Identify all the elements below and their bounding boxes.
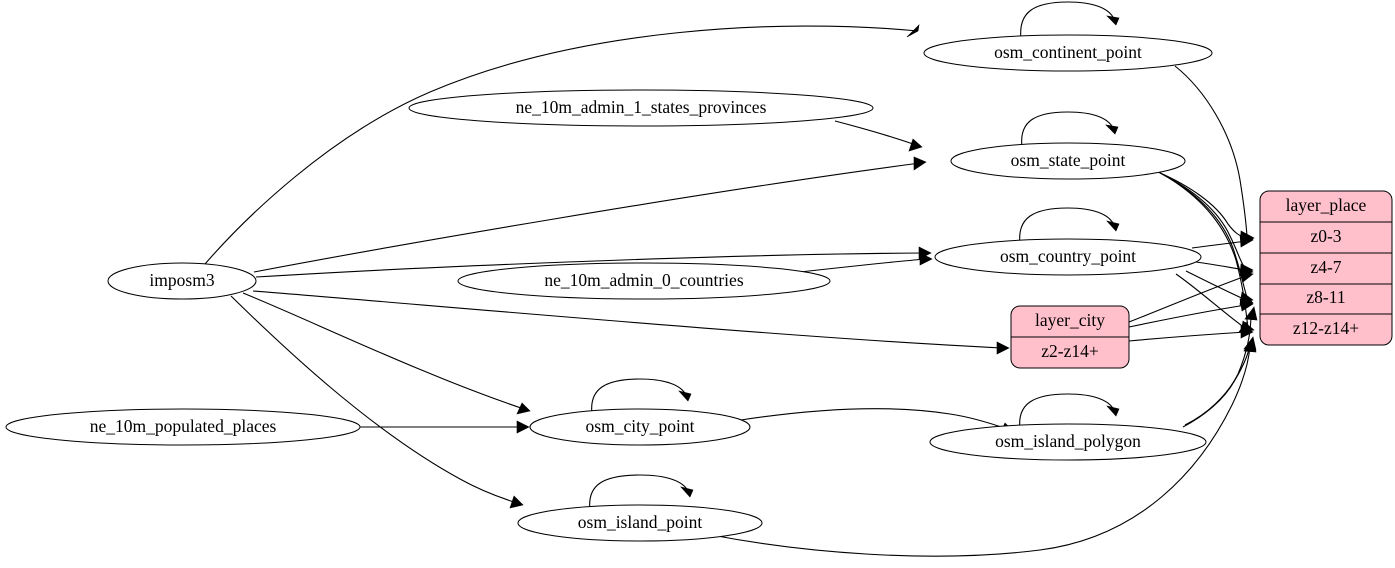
edge-layer (204, 1, 1258, 557)
node-osm_state_point[interactable]: osm_state_point (950, 142, 1186, 180)
node-ne_10m_admin_1_states_provinces[interactable]: ne_10m_admin_1_states_provinces (408, 89, 874, 127)
edge-osm_state_point-to-layer_place-z8-11 (1161, 173, 1254, 305)
edge-layer_city-to-layer_place-z8-11 (1128, 298, 1254, 328)
edge-self-loop-osm_island_point (589, 474, 694, 511)
edge-self-loop-osm_country_point (1019, 207, 1120, 245)
edge-osm_country_point-to-layer_place-z0-3 (1191, 234, 1254, 249)
node-ne_10m_populated_places[interactable]: ne_10m_populated_places (5, 408, 361, 446)
edge-imposm3-to-osm_state_point (253, 156, 927, 273)
node-imposm3[interactable]: imposm3 (107, 262, 257, 300)
edge-layer_city-to-layer_place-z12-z14 (1128, 325, 1254, 342)
edge-imposm3-to-osm_continent_point (204, 24, 920, 265)
edge-imposm3-to-layer_city (252, 290, 1010, 355)
node-osm_island_point[interactable]: osm_island_point (517, 504, 763, 542)
edge-osm_island_point-to-layer_place-z12-z14 (711, 338, 1257, 557)
edge-imposm3-to-osm_city_point (242, 292, 531, 415)
edge-self-loop-osm_state_point (1021, 111, 1119, 148)
node-ne_10m_admin_0_countries[interactable]: ne_10m_admin_0_countries (457, 262, 831, 300)
edge-ne_populated_places-to-osm_city_point (360, 420, 530, 434)
node-osm_island_polygon[interactable]: osm_island_polygon (929, 423, 1207, 461)
node-layer: imposm3 ne_10m_admin_1_states_provinces … (5, 34, 1393, 542)
node-layer_place[interactable]: layer_place z0-3 z4-7 z8-11 z12-z14+ (1259, 190, 1393, 346)
node-osm_city_point[interactable]: osm_city_point (529, 408, 751, 446)
edge-self-loop-osm_city_point (591, 378, 692, 415)
edge-ne_admin_0_countries-to-osm_country_point (799, 252, 933, 273)
node-osm_continent_point[interactable]: osm_continent_point (923, 34, 1213, 72)
node-layer_city[interactable]: layer_city z2-z14+ (1010, 305, 1130, 369)
edge-self-loop-osm_continent_point (1020, 1, 1120, 40)
edge-ne_states_provinces-to-osm_state_point (834, 120, 923, 152)
edge-imposm3-to-osm_island_point (230, 295, 524, 509)
edge-layer_city-to-layer_place-z4-7 (1128, 269, 1254, 323)
edge-self-loop-osm_island_polygon (1019, 393, 1120, 430)
node-osm_country_point[interactable]: osm_country_point (934, 238, 1202, 276)
